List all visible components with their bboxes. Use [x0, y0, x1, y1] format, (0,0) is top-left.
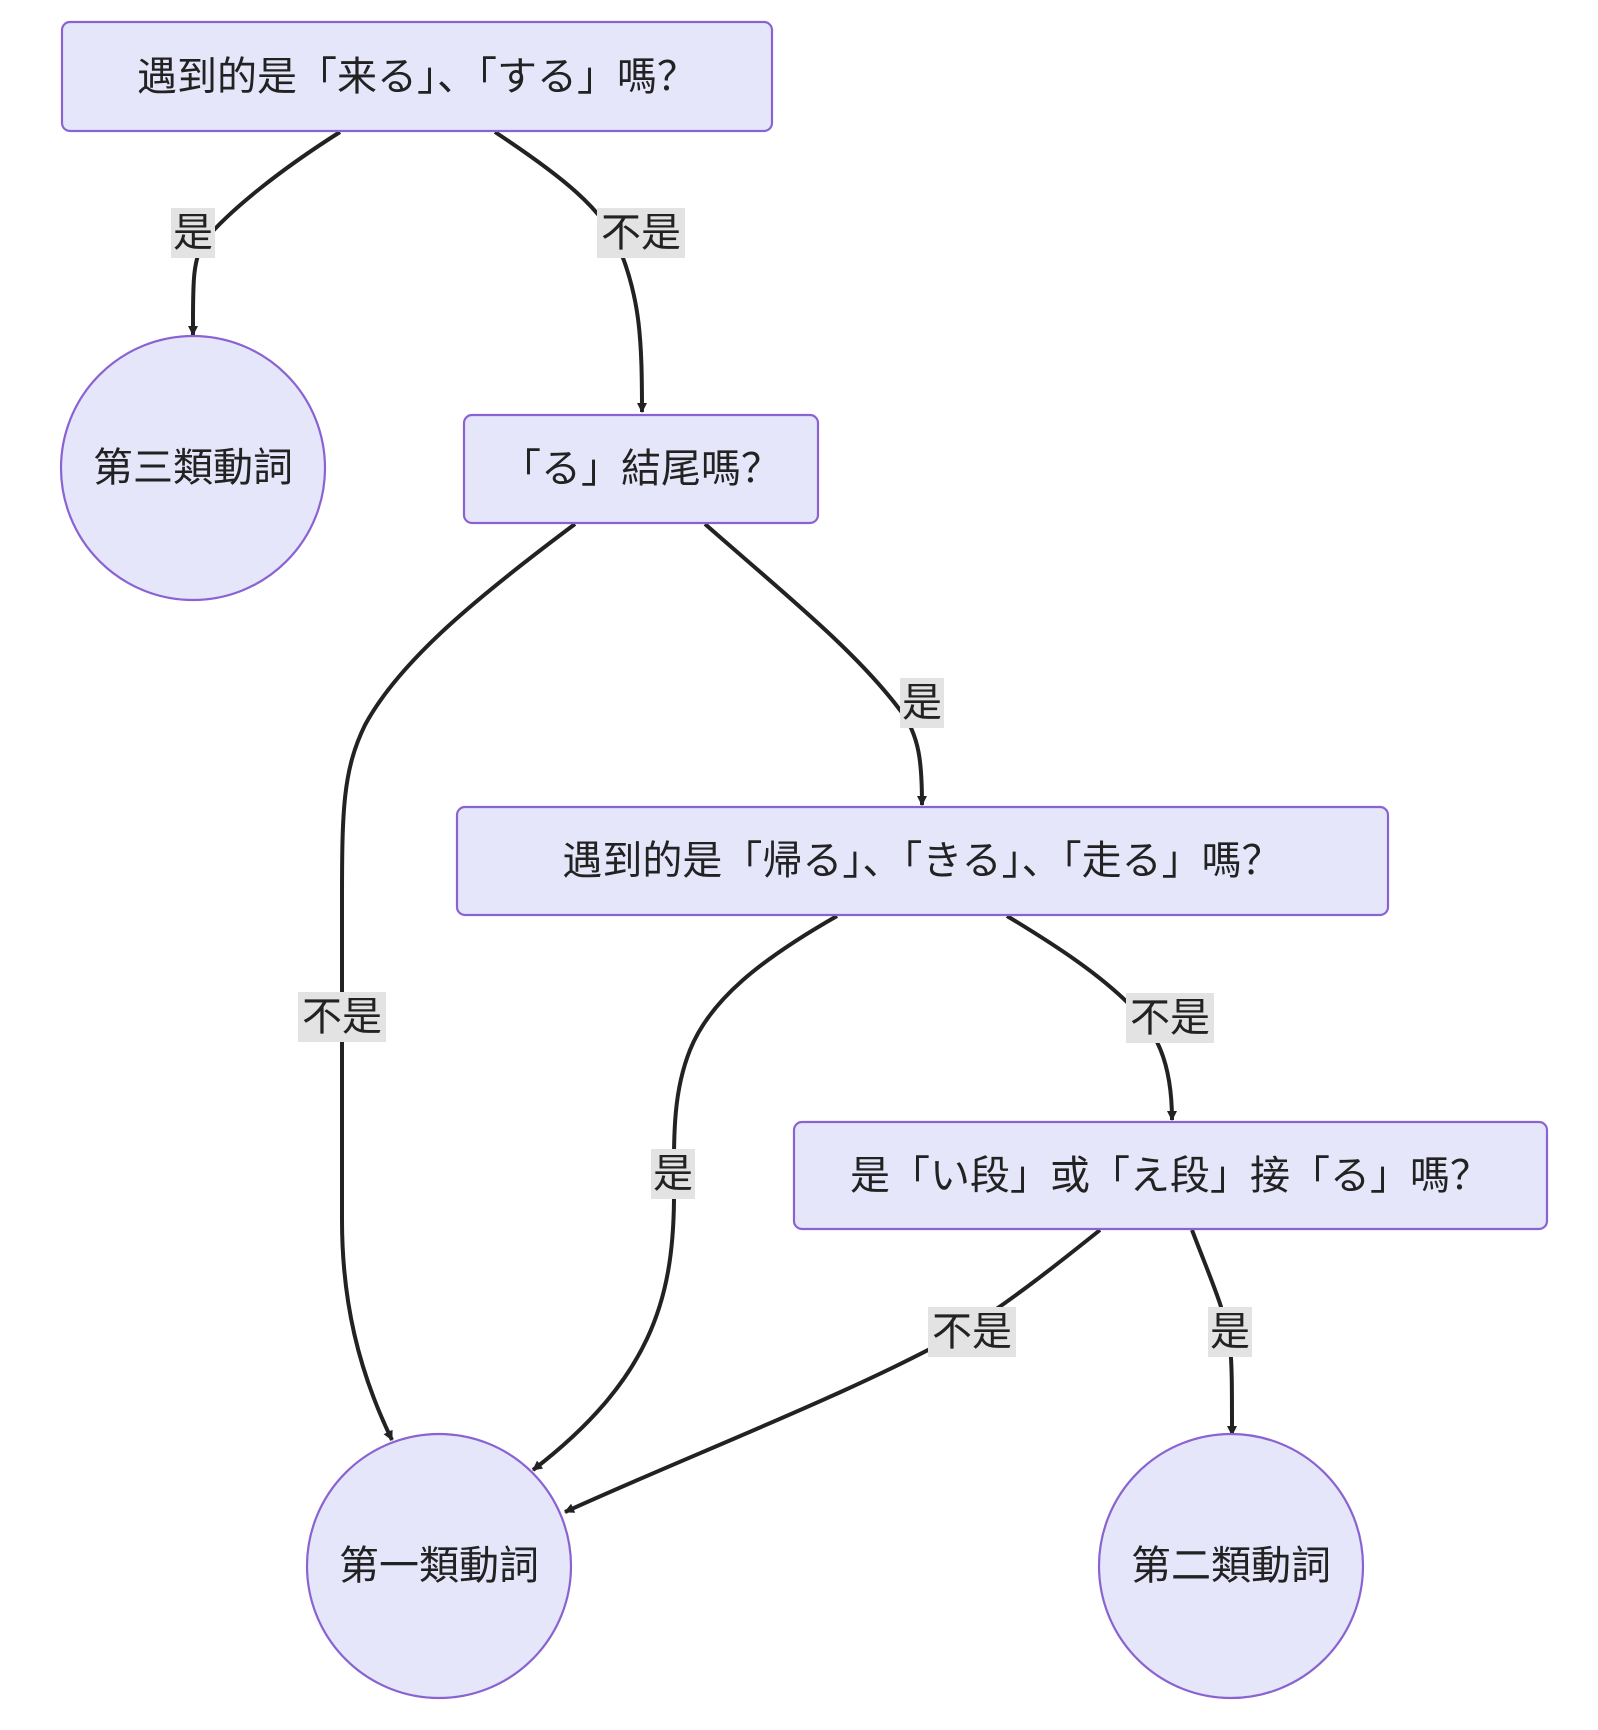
svg-text:是: 是: [902, 680, 942, 726]
edge-label-q3-q4: 不是: [1126, 993, 1214, 1043]
edge-q3-to-class1: [531, 914, 838, 1472]
edge-labels: 是 不是 不是 是 是 不是 不是 是: [171, 208, 1252, 1357]
terminal-node-class1: 第一類動詞: [305, 1432, 573, 1700]
decision-node-q3: 遇到的是「帰る」、「きる」、「走る」嗎？: [455, 805, 1390, 917]
terminal-node-class3: 第三類動詞: [59, 334, 327, 602]
svg-text:遇到的是「来る」、「する」嗎？: 遇到的是「来る」、「する」嗎？: [137, 54, 697, 100]
svg-text:不是: 不是: [601, 210, 681, 256]
edge-label-q2-q3: 是: [900, 678, 944, 728]
edge-label-q3-class1: 是: [651, 1149, 695, 1199]
edge-q2-to-q3: [703, 522, 927, 806]
svg-text:是「い段」或「え段」接「る」嗎？: 是「い段」或「え段」接「る」嗎？: [850, 1153, 1490, 1199]
edge-label-q4-class2: 是: [1208, 1307, 1252, 1357]
decision-node-q1: 遇到的是「来る」、「する」嗎？: [60, 20, 774, 133]
svg-text:不是: 不是: [932, 1309, 1012, 1355]
svg-text:「る」結尾嗎？: 「る」結尾嗎？: [501, 446, 781, 492]
terminal-node-class2: 第二類動詞: [1097, 1432, 1365, 1700]
svg-text:第二類動詞: 第二類動詞: [1131, 1543, 1331, 1589]
svg-text:不是: 不是: [302, 994, 382, 1040]
svg-text:是: 是: [173, 210, 213, 256]
svg-text:遇到的是「帰る」、「きる」、「走る」嗎？: 遇到的是「帰る」、「きる」、「走る」嗎？: [562, 838, 1281, 884]
edge-label-q4-class1: 不是: [928, 1307, 1016, 1357]
decision-node-q2: 「る」結尾嗎？: [462, 413, 820, 525]
edge-q1-to-q2: [493, 130, 647, 413]
edge-label-q2-class1: 不是: [298, 992, 386, 1042]
edge-q4-to-class1: [564, 1228, 1102, 1514]
edge-q2-to-class1: [340, 522, 577, 1441]
svg-text:不是: 不是: [1130, 995, 1210, 1041]
edge-q1-to-class3: [187, 130, 342, 336]
svg-text:第一類動詞: 第一類動詞: [339, 1543, 539, 1589]
svg-text:是: 是: [653, 1151, 693, 1197]
decision-node-q4: 是「い段」或「え段」接「る」嗎？: [792, 1120, 1549, 1231]
edge-label-q1-q2: 不是: [597, 208, 685, 258]
svg-text:第三類動詞: 第三類動詞: [93, 445, 293, 491]
edge-label-q1-class3: 是: [171, 208, 215, 258]
svg-text:是: 是: [1210, 1309, 1250, 1355]
